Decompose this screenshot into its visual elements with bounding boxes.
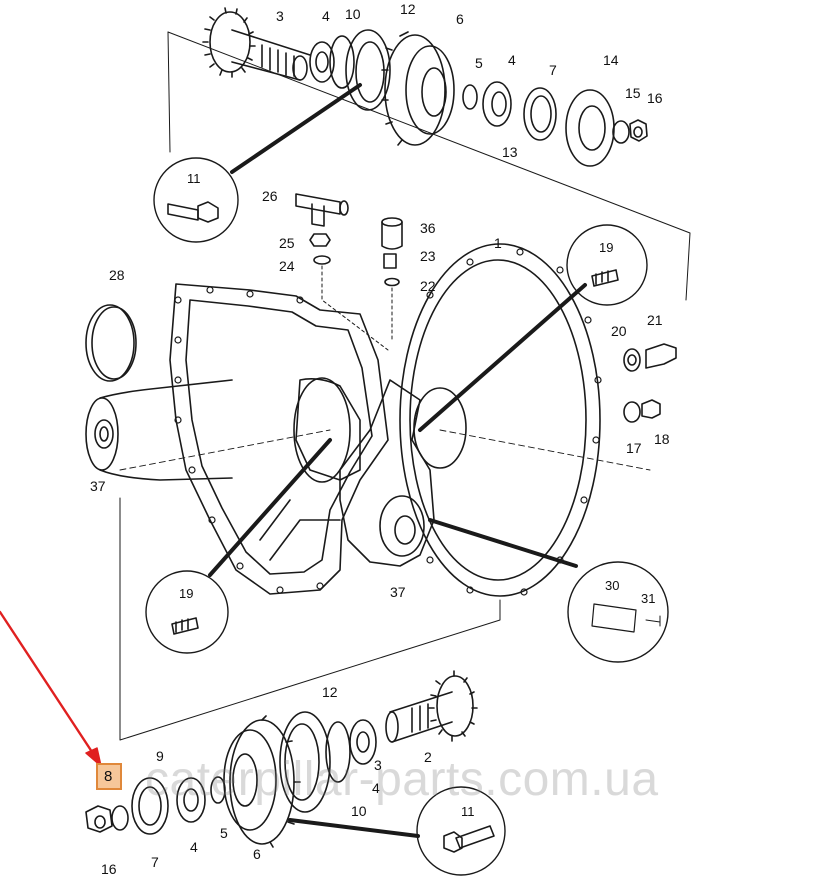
label-part-30: 30 xyxy=(605,578,620,593)
label-part-12-top: 12 xyxy=(400,1,416,17)
label-part-19-callout-lower: 19 xyxy=(179,586,194,601)
label-part-2-bottom: 2 xyxy=(424,749,432,765)
label-part-4-top: 4 xyxy=(322,8,330,24)
label-part-4b-top: 4 xyxy=(508,52,516,68)
label-part-20: 20 xyxy=(611,323,627,339)
label-part-5-top: 5 xyxy=(475,55,483,71)
top-gear xyxy=(209,11,251,73)
label-part-36: 36 xyxy=(420,220,436,236)
label-part-3-bottom: 3 xyxy=(374,757,382,773)
bottom-axle-assembly xyxy=(85,670,478,848)
label-part-11-callout-bottom: 11 xyxy=(461,804,475,819)
label-part-16-bottom: 16 xyxy=(101,861,117,877)
label-part-31: 31 xyxy=(641,591,656,606)
label-part-13-top: 13 xyxy=(502,144,518,160)
label-part-19-callout-upper: 19 xyxy=(599,240,614,255)
label-part-17: 17 xyxy=(626,440,642,456)
label-part-23: 23 xyxy=(420,248,436,264)
main-housing xyxy=(85,243,651,597)
watermark: caterpillar-parts.com.ua xyxy=(145,753,659,806)
label-part-7-bottom: 7 xyxy=(151,854,159,870)
label-part-10-top: 10 xyxy=(345,6,361,22)
top-axle-assembly xyxy=(202,7,648,167)
label-part-5-bottom: 5 xyxy=(220,825,228,841)
callout-circle-bolt-top xyxy=(153,157,239,243)
label-part-18: 18 xyxy=(654,431,670,447)
label-part-25: 25 xyxy=(279,235,295,251)
label-part-1: 1 xyxy=(494,235,502,251)
label-part-15-top: 15 xyxy=(625,85,641,101)
label-part-4-bottom: 4 xyxy=(190,839,198,855)
label-part-21: 21 xyxy=(647,312,663,328)
label-part-22: 22 xyxy=(420,278,436,294)
label-part-9-bottom: 9 xyxy=(156,748,164,764)
label-part-37-left: 37 xyxy=(90,478,106,494)
label-part-37-arm: 37 xyxy=(390,584,406,600)
label-part-11-callout-top: 11 xyxy=(187,171,201,186)
highlighted-part-box xyxy=(96,763,122,790)
label-part-14-top: 14 xyxy=(603,52,619,68)
label-part-28: 28 xyxy=(109,267,125,283)
label-part-10-bottom: 10 xyxy=(351,803,367,819)
frame-lines xyxy=(119,31,691,741)
label-part-6-bottom: 6 xyxy=(253,846,261,862)
label-part-6-top: 6 xyxy=(456,11,464,27)
highlighted-part-label: 8 xyxy=(104,768,113,785)
label-part-26: 26 xyxy=(262,188,278,204)
label-part-4b-bottom: 4 xyxy=(372,780,380,796)
label-part-12-bottom: 12 xyxy=(322,684,338,700)
red-pointer-arrow xyxy=(0,610,98,760)
label-part-24: 24 xyxy=(279,258,295,274)
label-part-7-top: 7 xyxy=(549,62,557,78)
label-part-16-top: 16 xyxy=(647,90,663,106)
label-part-3-top: 3 xyxy=(276,8,284,24)
